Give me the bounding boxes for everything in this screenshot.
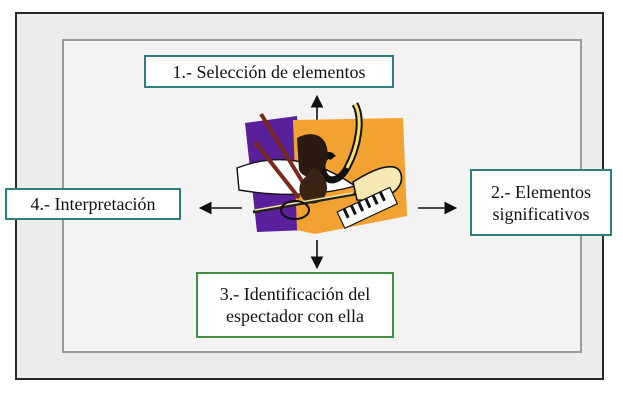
step-1-label: 1.- Selección de elementos — [172, 61, 366, 82]
step-1-box: 1.- Selección de elementos — [144, 55, 394, 88]
step-2-label-line2: significativos — [492, 203, 590, 224]
step-4-box: 4.- Interpretación — [5, 188, 181, 220]
step-4-label: 4.- Interpretación — [30, 194, 156, 214]
step-2-label-line1: 2.- Elementos — [491, 181, 591, 202]
step-3-label-line1: 3.- Identificación del — [219, 284, 371, 304]
step-3-box: 3.- Identificación del espectador con el… — [196, 272, 394, 338]
music-instruments-clipart — [236, 102, 407, 234]
step-3-label-line2: espectador con ella — [226, 306, 364, 326]
step-2-box: 2.- Elementos significativos — [470, 169, 612, 236]
